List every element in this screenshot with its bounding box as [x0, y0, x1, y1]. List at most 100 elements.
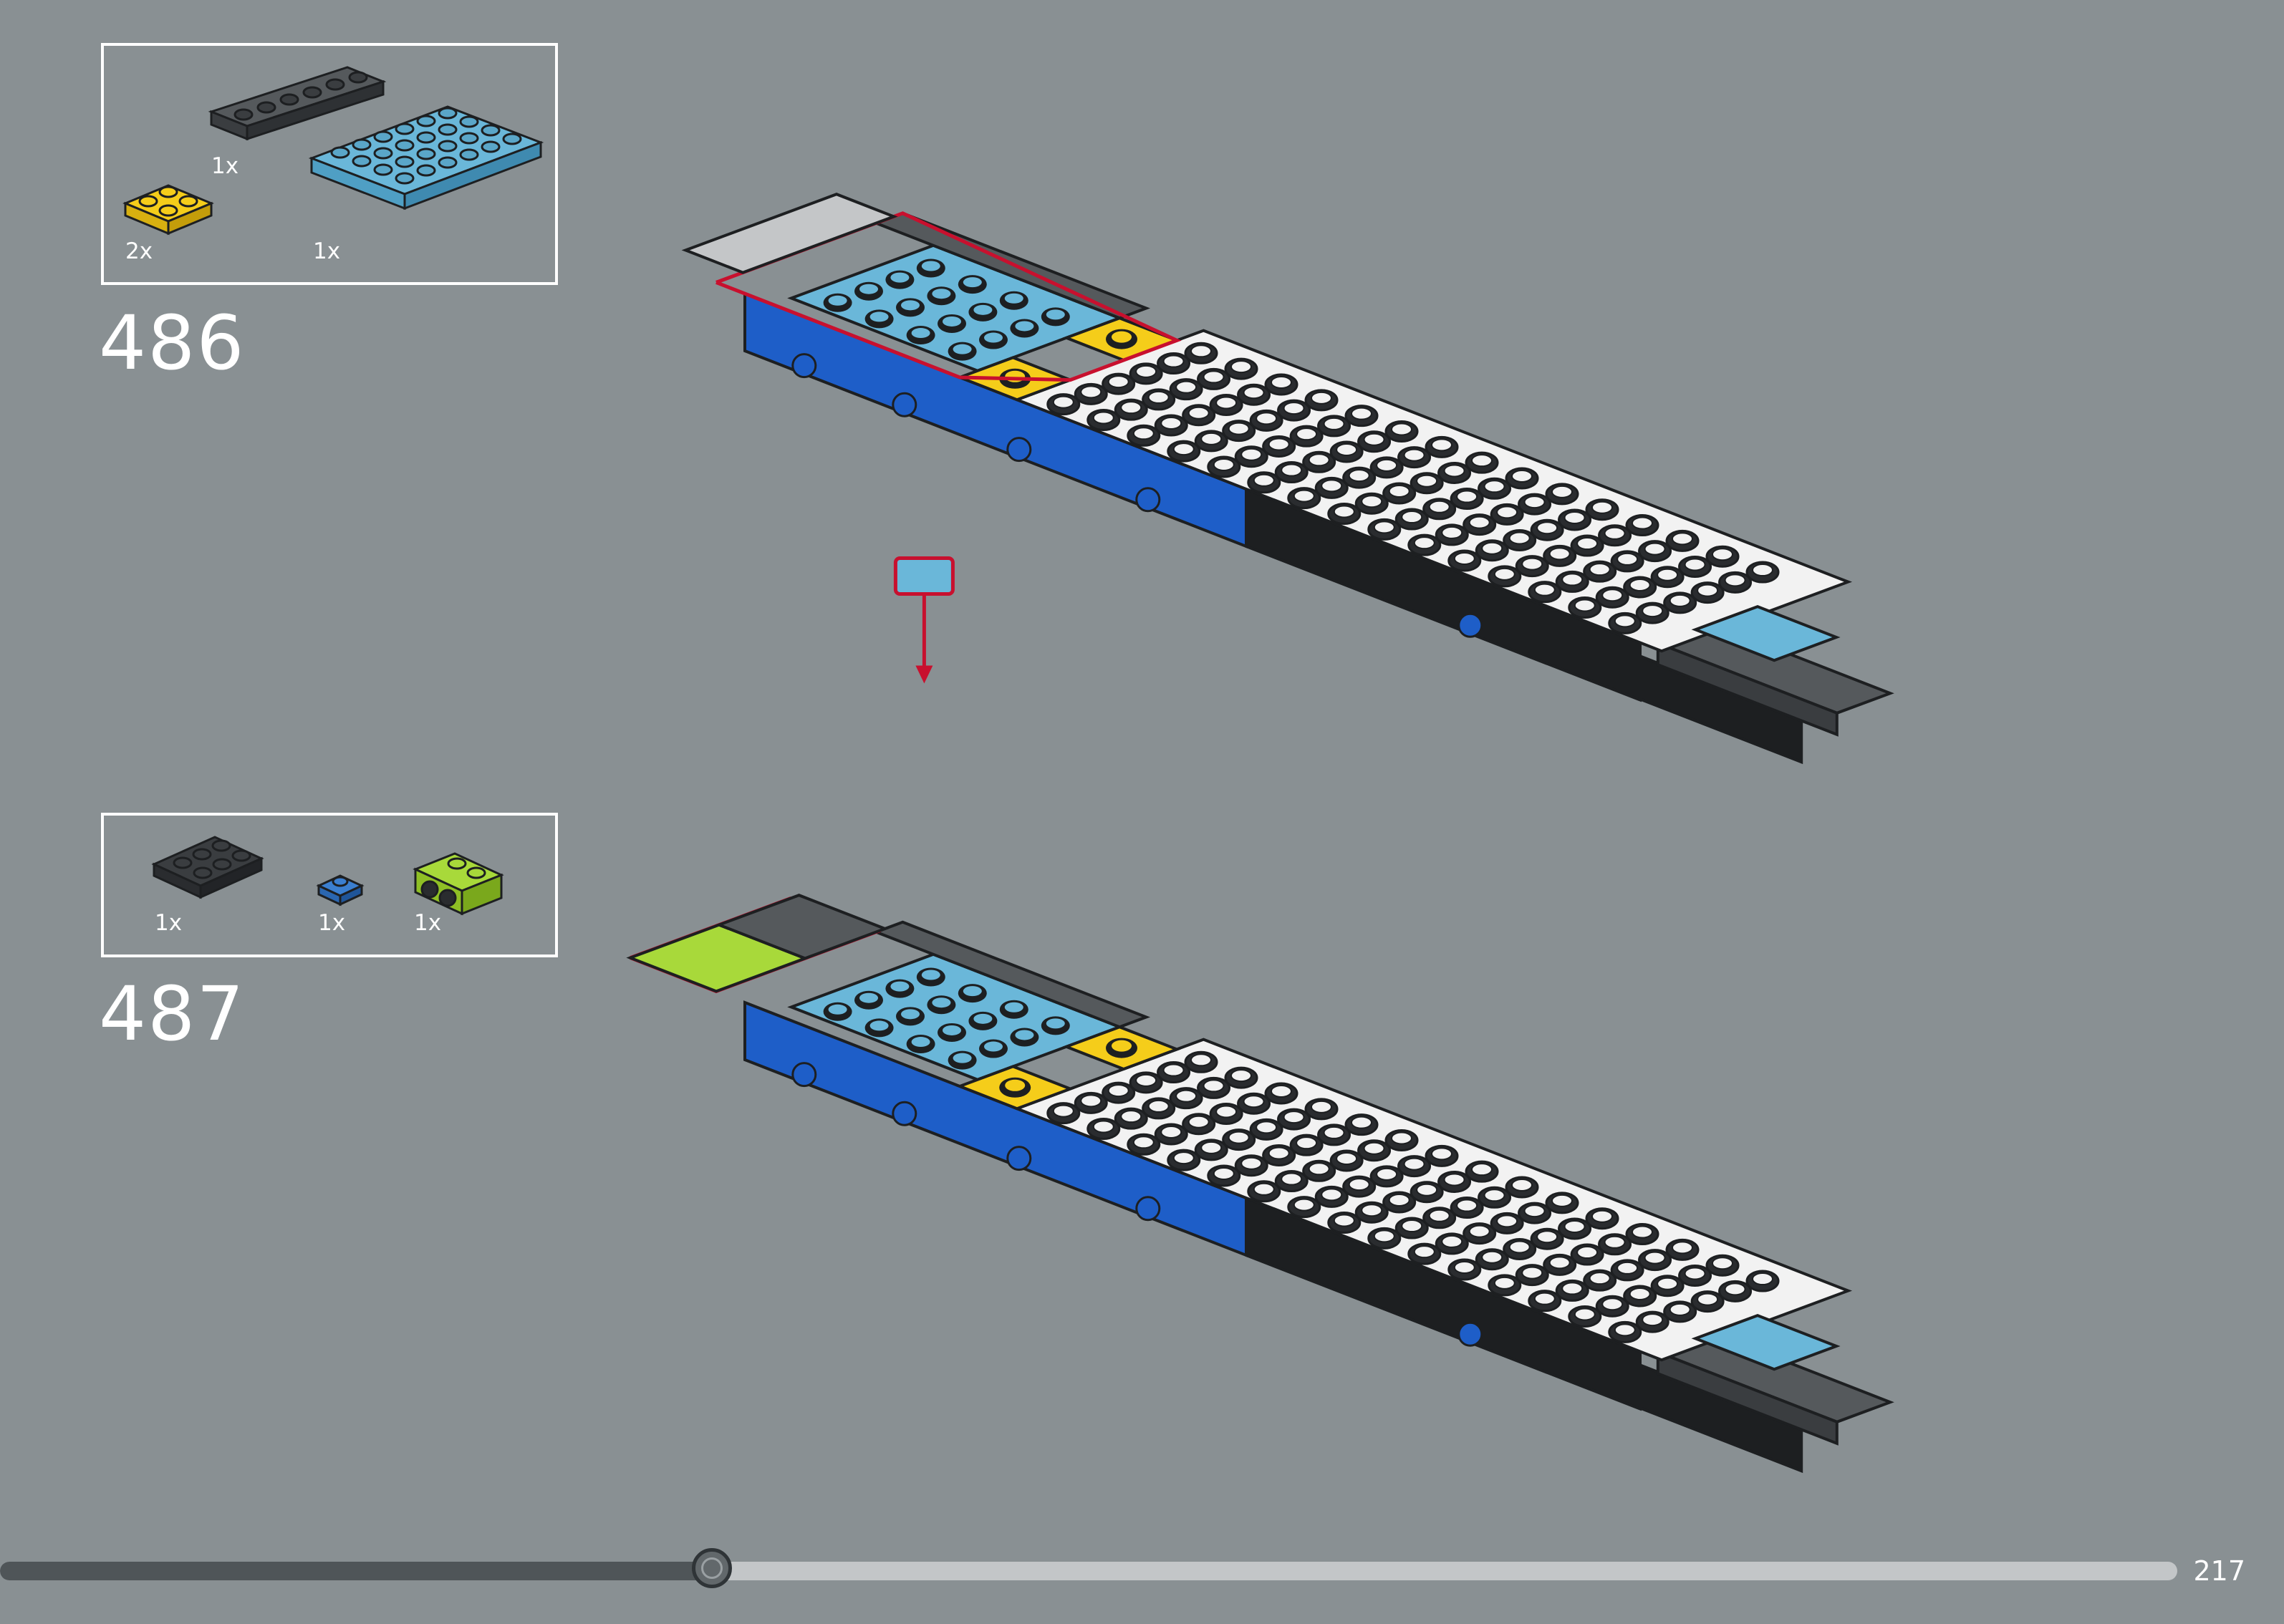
plate-hole-inner	[1200, 1141, 1223, 1154]
plate-hole-inner	[1669, 594, 1691, 607]
stud	[395, 139, 415, 152]
part-qty: 2x	[125, 238, 153, 264]
plate-hole-inner	[1712, 1257, 1733, 1270]
plate-hole-inner	[1323, 1126, 1345, 1139]
light-blue-stud-top	[1015, 1030, 1034, 1040]
plate-hole-inner	[1563, 511, 1586, 524]
plate-hole-inner	[1548, 1256, 1571, 1270]
plate-hole-inner	[1230, 1069, 1252, 1083]
yellow-stud-top	[1112, 1040, 1132, 1052]
plate-hole-inner	[1230, 360, 1252, 374]
plate-hole-inner	[1283, 402, 1305, 415]
plate-hole-inner	[1132, 1136, 1155, 1149]
plate-hole-inner	[1428, 1209, 1450, 1222]
light-blue-stud-top	[859, 284, 878, 294]
stud	[438, 140, 458, 153]
plate-hole-inner	[1190, 1053, 1212, 1067]
part-black-plate-2x3	[151, 836, 264, 899]
blue-pin	[1135, 1196, 1161, 1222]
light-blue-stud-top	[859, 992, 878, 1003]
stud	[373, 163, 393, 176]
light-blue-stud-top	[984, 332, 1003, 343]
plate-hole-inner	[1574, 1308, 1596, 1321]
plate-hole-inner	[1548, 547, 1571, 561]
stud	[416, 115, 436, 127]
plate-hole-inner	[1551, 1194, 1573, 1207]
light-blue-stud-top	[890, 272, 910, 283]
light-blue-tile	[1691, 604, 1841, 662]
plate-hole-inner	[1533, 1292, 1556, 1305]
plate-hole-inner	[1348, 469, 1370, 483]
plate-hole-inner	[1351, 1116, 1372, 1129]
stud	[373, 130, 393, 143]
stud	[459, 132, 479, 145]
plate-hole-inner	[1256, 412, 1278, 425]
plate-hole-inner	[1533, 583, 1556, 596]
progress-bar[interactable]	[0, 1562, 2177, 1580]
plate-hole-inner	[1523, 1204, 1546, 1218]
blue-pin	[892, 392, 917, 417]
plate-hole-inner	[1308, 453, 1330, 467]
plate-hole-inner	[1271, 1084, 1292, 1098]
plate-hole-inner	[1311, 1100, 1332, 1113]
plate-hole-inner	[1697, 584, 1719, 597]
blue-pin	[892, 1101, 917, 1126]
part-qty: 1x	[155, 910, 183, 936]
model-illustration-step-487	[626, 556, 1894, 1474]
light-blue-stud-top	[869, 1020, 889, 1031]
part-light-blue-plate-4x6	[308, 105, 544, 211]
light-blue-stud-top	[953, 1053, 972, 1063]
light-blue-stud-top	[1004, 1002, 1023, 1012]
plate-hole-inner	[1712, 548, 1733, 561]
plate-hole-inner	[1632, 1225, 1653, 1239]
plate-hole-inner	[1453, 552, 1475, 565]
plate-hole-inner	[1601, 1297, 1624, 1311]
light-blue-stud-top	[901, 1009, 920, 1020]
stud	[481, 140, 501, 153]
plate-hole-inner	[1441, 1234, 1463, 1248]
blue-tile-floating	[893, 556, 955, 596]
model-illustration-step-486	[681, 193, 1894, 765]
plate-hole-inner	[1281, 463, 1303, 477]
plate-hole-inner	[1215, 396, 1238, 410]
plate-hole-inner	[1413, 536, 1435, 550]
plate-hole-inner	[1496, 506, 1518, 519]
plate-hole-inner	[1508, 1240, 1531, 1254]
plate-hole-inner	[1200, 432, 1223, 445]
dark-gray-plate	[872, 920, 1151, 1029]
plate-hole-inner	[1363, 1141, 1385, 1155]
plate-hole-inner	[1493, 567, 1516, 581]
stud	[438, 123, 458, 136]
light-gray-end-block	[681, 193, 898, 274]
plate-hole-inner	[1604, 1235, 1626, 1249]
progress-slider-handle[interactable]	[692, 1548, 733, 1588]
light-blue-stud-top	[1046, 1018, 1065, 1029]
plate-hole-inner	[1268, 438, 1290, 451]
plate-hole-inner	[1333, 1214, 1355, 1227]
plate-hole-inner	[1203, 1079, 1225, 1093]
plate-hole-inner	[1080, 1094, 1102, 1108]
plate-hole-inner	[1283, 1111, 1305, 1124]
plate-hole-inner	[1551, 485, 1573, 498]
light-blue-stud-top	[1004, 293, 1023, 304]
light-blue-tile	[1691, 1313, 1841, 1371]
plate-hole-inner	[1629, 1287, 1651, 1300]
plate-hole-inner	[1604, 526, 1626, 540]
plate-hole-inner	[1616, 1261, 1639, 1275]
plate-hole-inner	[1253, 473, 1275, 487]
plate-hole-inner	[1296, 1136, 1318, 1150]
plate-hole-inner	[1228, 422, 1250, 435]
stud	[438, 107, 458, 120]
plate-hole-inner	[1147, 1099, 1170, 1113]
stud	[502, 132, 522, 145]
part-qty: 1x	[318, 910, 346, 936]
plate-hole-inner	[1456, 490, 1478, 503]
light-blue-stud-top	[1046, 309, 1065, 320]
plate-hole-inner	[1162, 354, 1185, 368]
blue-pin	[1135, 487, 1161, 513]
plate-hole-inner	[1348, 1178, 1370, 1192]
plate-hole-inner	[1092, 411, 1114, 425]
light-blue-stud-top	[828, 295, 847, 306]
black-plate	[715, 894, 890, 960]
plate-hole-inner	[1644, 542, 1666, 556]
